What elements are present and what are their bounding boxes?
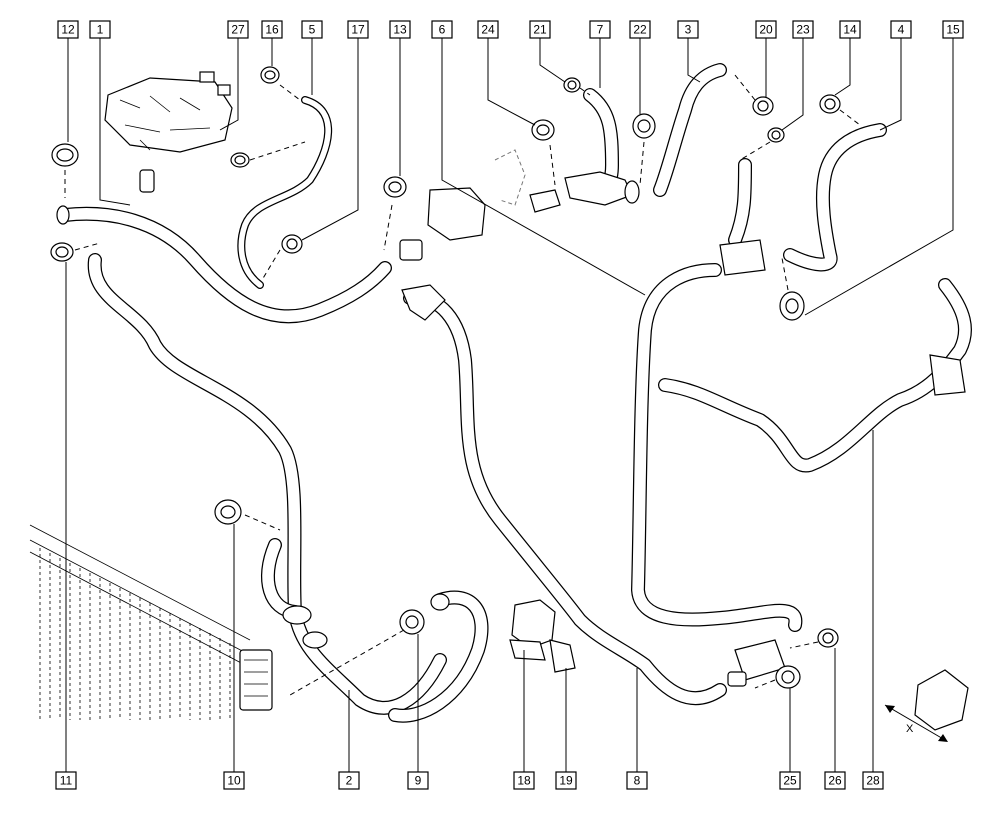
svg-text:20: 20 xyxy=(759,23,773,37)
clamp-26 xyxy=(817,628,839,648)
clamp-10 xyxy=(214,499,242,525)
clamp-9 xyxy=(399,609,425,635)
svg-text:25: 25 xyxy=(783,774,797,788)
svg-text:9: 9 xyxy=(415,774,422,788)
hose-2 xyxy=(87,253,447,715)
svg-text:1: 1 xyxy=(97,23,104,37)
hose-9 xyxy=(388,590,489,723)
callout-21: 21 xyxy=(529,20,551,39)
callout-3: 3 xyxy=(677,20,699,39)
svg-text:28: 28 xyxy=(866,774,880,788)
callout-11: 11 xyxy=(55,771,77,790)
hose-28 xyxy=(658,278,972,473)
detail-x xyxy=(884,669,969,742)
svg-text:23: 23 xyxy=(796,23,810,37)
clip-18 xyxy=(509,599,556,661)
callout-16: 16 xyxy=(261,20,283,39)
callout-27: 27 xyxy=(227,20,249,39)
clamp-25 xyxy=(775,665,801,689)
hose-5 xyxy=(237,96,333,289)
callout-23: 23 xyxy=(792,20,814,39)
callout-24: 24 xyxy=(477,20,499,39)
callout-14: 14 xyxy=(839,20,861,39)
callout-8: 8 xyxy=(626,771,648,790)
hose-4 xyxy=(728,123,887,272)
svg-text:26: 26 xyxy=(828,774,842,788)
svg-text:24: 24 xyxy=(481,23,495,37)
svg-text:4: 4 xyxy=(898,23,905,37)
svg-text:8: 8 xyxy=(634,774,641,788)
svg-text:11: 11 xyxy=(60,774,73,788)
leader-lines xyxy=(65,38,954,772)
clamp-27 xyxy=(230,152,250,168)
callout-5: 5 xyxy=(301,20,323,39)
radiator xyxy=(29,524,273,720)
svg-text:7: 7 xyxy=(597,23,604,37)
callout-18: 18 xyxy=(513,771,535,790)
hose-8 xyxy=(401,284,727,706)
clamp-24 xyxy=(531,119,555,141)
hose-1 xyxy=(56,205,392,324)
svg-text:18: 18 xyxy=(517,774,531,788)
clamp-21 xyxy=(563,77,581,93)
svg-text:3: 3 xyxy=(685,23,692,37)
clamp-11 xyxy=(50,242,74,262)
clamp-14 xyxy=(819,94,841,114)
hose-6 xyxy=(631,263,803,632)
svg-text:22: 22 xyxy=(633,23,647,37)
callout-22: 22 xyxy=(629,20,651,39)
svg-text:2: 2 xyxy=(346,774,353,788)
clamp-23 xyxy=(767,127,785,143)
svg-text:15: 15 xyxy=(946,23,960,37)
svg-text:12: 12 xyxy=(61,23,75,37)
thermostat-housing xyxy=(399,149,766,276)
svg-text:14: 14 xyxy=(843,23,857,37)
callout-28: 28 xyxy=(862,771,884,790)
svg-text:17: 17 xyxy=(351,23,365,37)
assembly-arrows xyxy=(64,74,861,696)
svg-text:10: 10 xyxy=(227,774,241,788)
callout-13: 13 xyxy=(389,20,411,39)
svg-text:21: 21 xyxy=(533,23,547,37)
svg-text:5: 5 xyxy=(309,23,316,37)
clip-19 xyxy=(549,639,576,673)
detail-x-label: X xyxy=(906,723,914,735)
callout-15: 15 xyxy=(942,20,964,39)
callout-9: 9 xyxy=(407,771,429,790)
callout-6: 6 xyxy=(431,20,453,39)
svg-text:19: 19 xyxy=(559,774,573,788)
callout-2: 2 xyxy=(338,771,360,790)
callout-25: 25 xyxy=(779,771,801,790)
callout-20: 20 xyxy=(755,20,777,39)
callout-10: 10 xyxy=(223,771,245,790)
clamp-20 xyxy=(752,96,774,116)
callout-7: 7 xyxy=(589,20,611,39)
clamp-13 xyxy=(383,176,407,198)
callout-4: 4 xyxy=(890,20,912,39)
clamp-16 xyxy=(260,66,280,84)
engine-block xyxy=(104,71,233,193)
clamp-15 xyxy=(779,291,805,321)
callout-26: 26 xyxy=(824,771,846,790)
svg-text:13: 13 xyxy=(393,23,407,37)
svg-text:16: 16 xyxy=(265,23,279,37)
clamp-22 xyxy=(632,113,656,139)
svg-text:27: 27 xyxy=(231,23,245,37)
callout-17: 17 xyxy=(347,20,369,39)
clamp-17 xyxy=(281,234,303,254)
callout-12: 12 xyxy=(57,20,79,39)
callout-1: 1 xyxy=(89,20,111,39)
clamp-12 xyxy=(51,143,79,167)
callout-19: 19 xyxy=(555,771,577,790)
svg-text:6: 6 xyxy=(439,23,446,37)
hose-3 xyxy=(653,63,727,197)
